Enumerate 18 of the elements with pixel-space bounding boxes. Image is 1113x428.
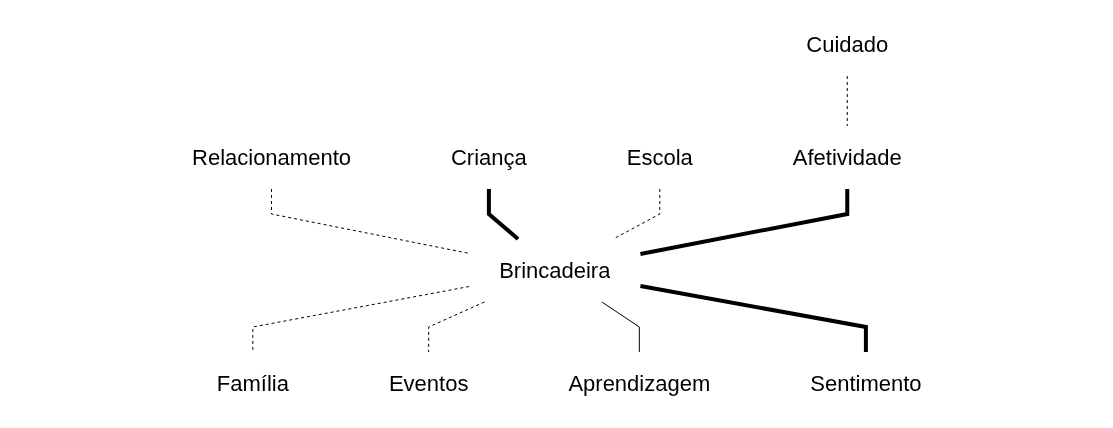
node-text: Família bbox=[216, 370, 289, 396]
node-text: Afetividade bbox=[792, 144, 902, 170]
node-text: Eventos bbox=[388, 370, 469, 396]
connector bbox=[270, 188, 470, 254]
node-text: Escola bbox=[626, 144, 693, 170]
node-text: Criança bbox=[450, 144, 527, 170]
node-text: Aprendizagem bbox=[568, 370, 710, 396]
node-text: Cuidado bbox=[806, 32, 888, 57]
connector bbox=[846, 75, 848, 127]
connector bbox=[252, 286, 470, 353]
connector bbox=[639, 284, 868, 352]
connector bbox=[427, 301, 485, 353]
node-text: Sentimento bbox=[809, 370, 922, 396]
connector bbox=[639, 189, 849, 256]
connector bbox=[486, 189, 520, 241]
node-text: Brincadeira bbox=[498, 257, 611, 283]
connector bbox=[601, 301, 640, 353]
node-text: Relacionamento bbox=[191, 144, 351, 170]
